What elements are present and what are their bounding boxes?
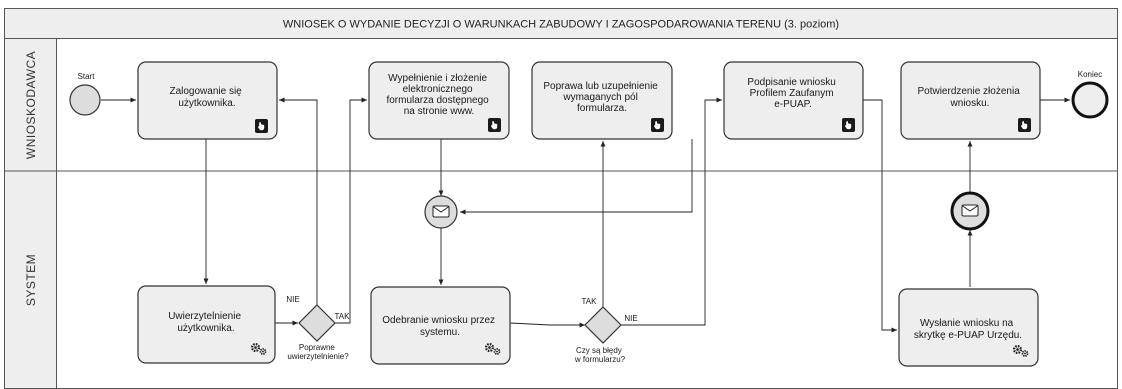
lane-header-applicant bbox=[4, 38, 57, 172]
lane-header-system bbox=[4, 170, 57, 389]
gateway-errors-yes-label: TAK bbox=[582, 297, 598, 306]
diagram-title: WNIOSEK O WYDANIE DECYZJI O WARUNKACH ZA… bbox=[283, 19, 839, 31]
envelope-icon bbox=[961, 204, 979, 217]
user-task-icon bbox=[488, 118, 501, 132]
task-send: Wysłanie wniosku na skrytkę e-PUAP Urzęd… bbox=[898, 288, 1039, 367]
task-send-text: Wysłanie wniosku na skrytkę e-PUAP Urzęd… bbox=[914, 318, 1022, 341]
task-sign-text: Podpisanie wniosku Profilem Zaufanym e-P… bbox=[747, 77, 838, 110]
lane-label-applicant: WNIOSKODAWCA bbox=[24, 51, 38, 159]
gateway-errors: Czy są błędy w formularzu? TAK NIE bbox=[574, 297, 638, 364]
gateway-auth-no-label: NIE bbox=[286, 295, 299, 304]
task-fix-fields: Poprawa lub uzupełnienie wymaganych pól … bbox=[531, 61, 673, 140]
end-event: Koniec bbox=[1071, 70, 1109, 119]
gateway-errors-no-label: NIE bbox=[624, 314, 637, 323]
flow-gateway-yes-fill bbox=[334, 97, 367, 324]
user-task-icon bbox=[842, 118, 855, 132]
task-login: Zalogowanie się użytkownika. bbox=[137, 61, 278, 140]
gateway-errors-question: Czy są błędy w formularzu? bbox=[574, 346, 626, 364]
task-fix-fields-text: Poprawa lub uzupełnienie wymaganych pól … bbox=[543, 81, 660, 114]
start-event-label: Start bbox=[78, 72, 96, 81]
task-login-text: Zalogowanie się użytkownika. bbox=[169, 86, 244, 109]
task-sign: Podpisanie wniosku Profilem Zaufanym e-P… bbox=[723, 61, 864, 140]
task-confirm-text: Potwierdzenie złożenia wniosku. bbox=[917, 86, 1022, 109]
lane-label-system: SYSTEM bbox=[24, 254, 38, 306]
flow-fix-msg bbox=[460, 139, 693, 215]
flow-gateway-no-login bbox=[279, 97, 318, 305]
task-receive: Odebranie wniosku przez systemu. bbox=[370, 286, 511, 365]
task-fill-form-text: Wypełnienie i złożenie elektronicznego f… bbox=[386, 73, 491, 117]
gateway-auth-question: Poprawne uwierzytelnienie? bbox=[287, 343, 349, 361]
message-throw-event bbox=[950, 191, 990, 231]
task-auth-text: Uwierzytelnienie użytkownika. bbox=[168, 311, 244, 334]
task-fill-form: Wypełnienie i złożenie elektronicznego f… bbox=[368, 61, 510, 140]
task-receive-text: Odebranie wniosku przez systemu. bbox=[382, 315, 498, 338]
flow-gateway-no-sign bbox=[621, 97, 722, 326]
gateway-auth-yes-label: TAK bbox=[335, 312, 351, 321]
user-task-icon bbox=[651, 118, 664, 132]
start-event: Start bbox=[69, 72, 101, 116]
task-confirm: Potwierdzenie złożenia wniosku. bbox=[900, 61, 1041, 140]
user-task-icon bbox=[255, 119, 268, 133]
gateway-auth: Poprawne uwierzytelnienie? NIE TAK bbox=[286, 295, 350, 361]
sequence-flows bbox=[101, 97, 1070, 333]
pool-header bbox=[4, 8, 1118, 39]
flow-receive-gateway bbox=[509, 322, 585, 328]
user-task-icon bbox=[1018, 118, 1031, 132]
envelope-icon bbox=[432, 205, 450, 218]
message-catch-event bbox=[424, 195, 458, 229]
task-auth: Uwierzytelnienie użytkownika. bbox=[137, 285, 276, 364]
end-event-label: Koniec bbox=[1078, 70, 1102, 79]
flow-sign-send bbox=[863, 99, 897, 333]
